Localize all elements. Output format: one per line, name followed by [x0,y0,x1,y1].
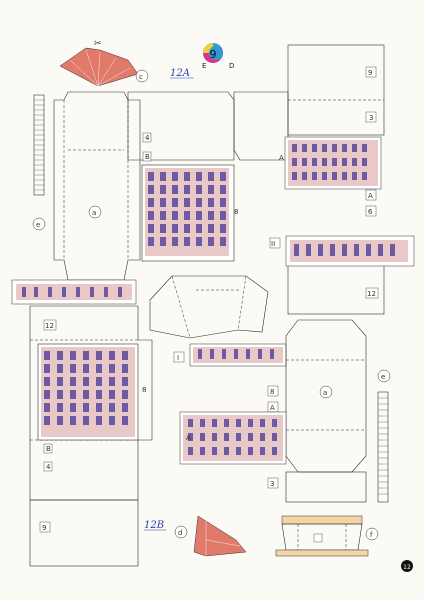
ladder-strip-left [33,94,45,196]
facade-left [37,343,139,441]
box-net-top-right [233,44,385,315]
circle-label-c [135,69,149,83]
sail-piece-d [193,515,247,557]
facade-top-left [141,164,235,262]
ladder-strip-right [377,391,389,503]
label-a-bottom: a [323,389,327,397]
page-number: 12 [403,564,411,571]
box-label-8-top: 8 [234,208,238,216]
box-label-6-small: 6 [368,208,373,216]
box-label-4-left: 4 [46,463,51,471]
box-label-4-top: 4 [145,134,150,142]
box-net-bottom-right [285,319,367,503]
roof-sketch-piece [149,275,269,339]
box-label-a-top: A [279,154,284,162]
box-label-3-bottom: 3 [270,480,274,488]
letter-e: E [202,62,206,70]
box-label-3-top: 3 [369,114,373,122]
label-c: c [139,73,143,81]
box-label-12-top: 12 [367,290,376,298]
fan-piece-c: ✂ [59,39,139,87]
strip-i [189,343,287,367]
label-f: f [370,531,373,539]
handwritten-12b: 12B [144,520,164,531]
label-a-top: a [92,209,96,217]
box-label-i: I [177,354,179,362]
strip-left-ornament [11,279,137,305]
box-label-9-top: 9 [368,69,372,77]
box-label-8-small: 8 [270,388,274,396]
box-label-a-bottom: A [186,434,191,442]
label-e-bottom: e [381,373,385,381]
box-label-b-left: B [46,445,51,453]
box-label-9-bottom: 9 [42,524,46,532]
strip-ii [285,235,415,267]
sheet-number-badge [203,43,223,63]
box-label-ii: II [271,240,275,248]
sheet-number: 9 [210,48,217,61]
letter-d: D [229,62,234,70]
box-label-b-top: B [145,153,150,161]
handwritten-12a: 12A [170,68,190,79]
label-e-top: e [36,221,40,229]
label-d: d [178,529,182,537]
box-label-8-left: 8 [142,386,146,394]
box-label-a-mid: A [270,404,275,412]
box-label-a-small: A [368,192,373,200]
facade-top-right [284,136,382,190]
svg-text:✂: ✂ [94,39,102,49]
facade-bottom-middle [179,411,287,465]
bench-piece-f [275,515,369,557]
box-label-12-left: 12 [45,322,54,330]
page-number-badge [401,560,413,572]
